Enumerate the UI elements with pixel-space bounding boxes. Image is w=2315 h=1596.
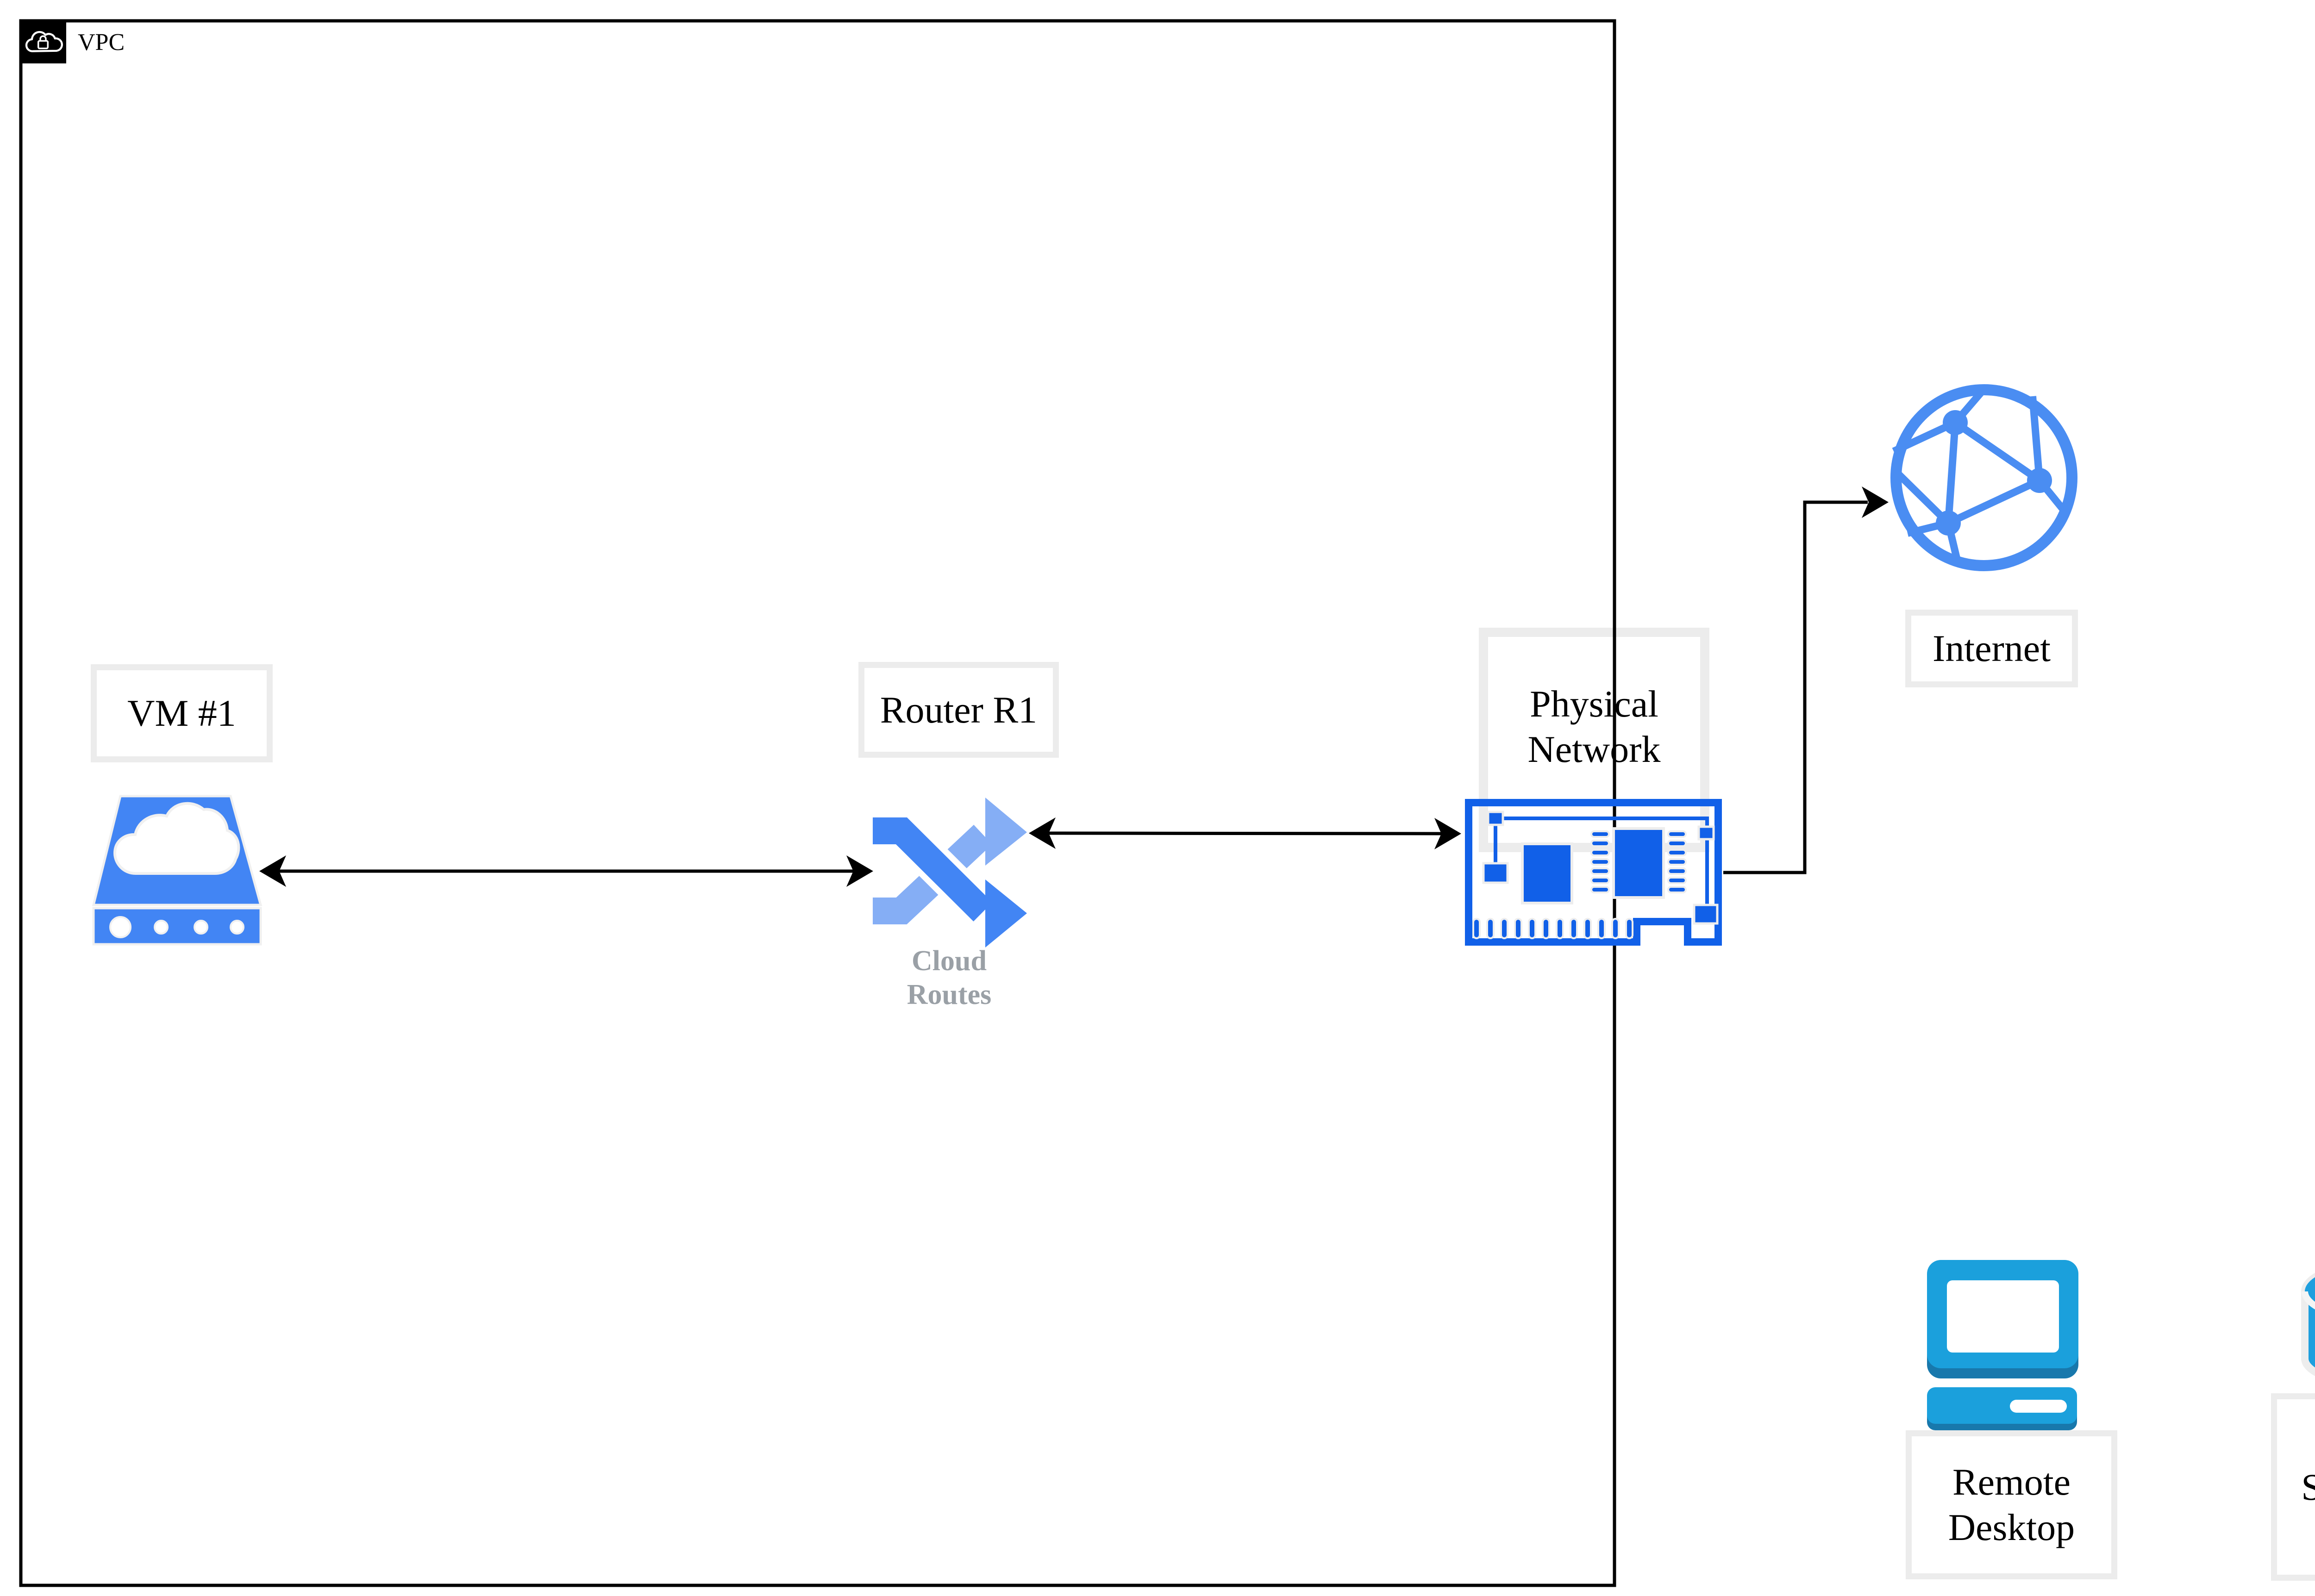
router-caption-line1: Cloud [912, 945, 987, 977]
vm-label: VM #1 [127, 692, 236, 734]
router-caption-line2: Routes [907, 979, 992, 1010]
storage-cylinder-icon [2301, 1272, 2315, 1376]
vm-label-box: VM #1 [91, 664, 273, 762]
desktop-computer-icon [1927, 1260, 2078, 1430]
s3-storage-label: S3 Storage [2301, 1465, 2315, 1508]
s3-storage-label-box: S3 Storage [2271, 1393, 2315, 1581]
remote-desktop-label-line2: Desktop [1948, 1506, 2075, 1548]
physical-network-label-line2: Network [1527, 728, 1661, 770]
arrowhead-at-router-right [1029, 817, 1056, 849]
globe-network-icon [1890, 384, 2077, 571]
router-caption: Cloud Routes [880, 944, 1019, 1012]
cloud-server-icon [92, 795, 263, 946]
edge-router-physical [1047, 831, 1443, 835]
vpc-label: VPC [78, 29, 125, 56]
arrowhead-at-router-left [846, 855, 873, 887]
cloud-routes-icon [873, 798, 1027, 948]
remote-desktop-label-line1: Remote [1952, 1461, 2071, 1503]
router-label-box: Router R1 [858, 662, 1059, 758]
remote-desktop-label-box: Remote Desktop [1906, 1430, 2117, 1579]
physical-network-label-line1: Physical [1530, 683, 1658, 725]
arrowhead-at-internet [1862, 486, 1889, 518]
router-label: Router R1 [880, 688, 1038, 731]
edge-physical-internet [1723, 500, 1868, 874]
arrowhead-at-physical [1434, 818, 1461, 849]
internet-label: Internet [1933, 627, 2051, 669]
arrowhead-at-vm [259, 855, 286, 887]
internet-label-box: Internet [1905, 610, 2078, 687]
network-card-icon [1465, 799, 1722, 946]
vpc-badge [19, 19, 66, 63]
cloud-lock-icon [25, 31, 63, 52]
